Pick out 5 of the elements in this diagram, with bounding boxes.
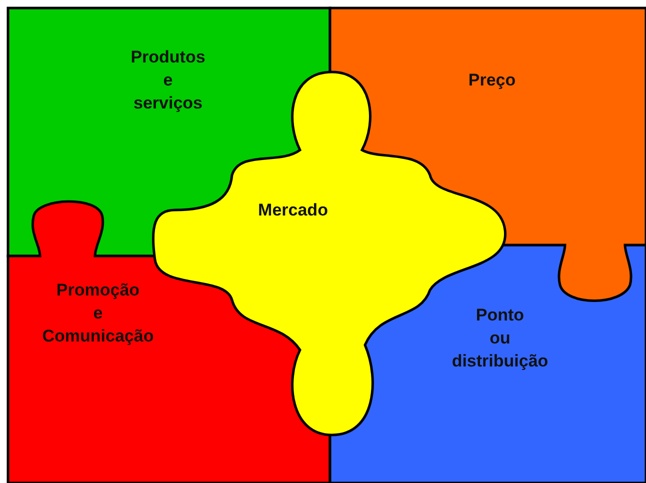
piece-label: Preço xyxy=(468,70,516,92)
piece-label: Produtos e serviços xyxy=(130,46,206,114)
piece-label: Promoção e Comunicação xyxy=(42,280,154,348)
piece-label: Ponto ou distribuição xyxy=(452,304,548,372)
piece-label: Mercado xyxy=(258,200,328,222)
